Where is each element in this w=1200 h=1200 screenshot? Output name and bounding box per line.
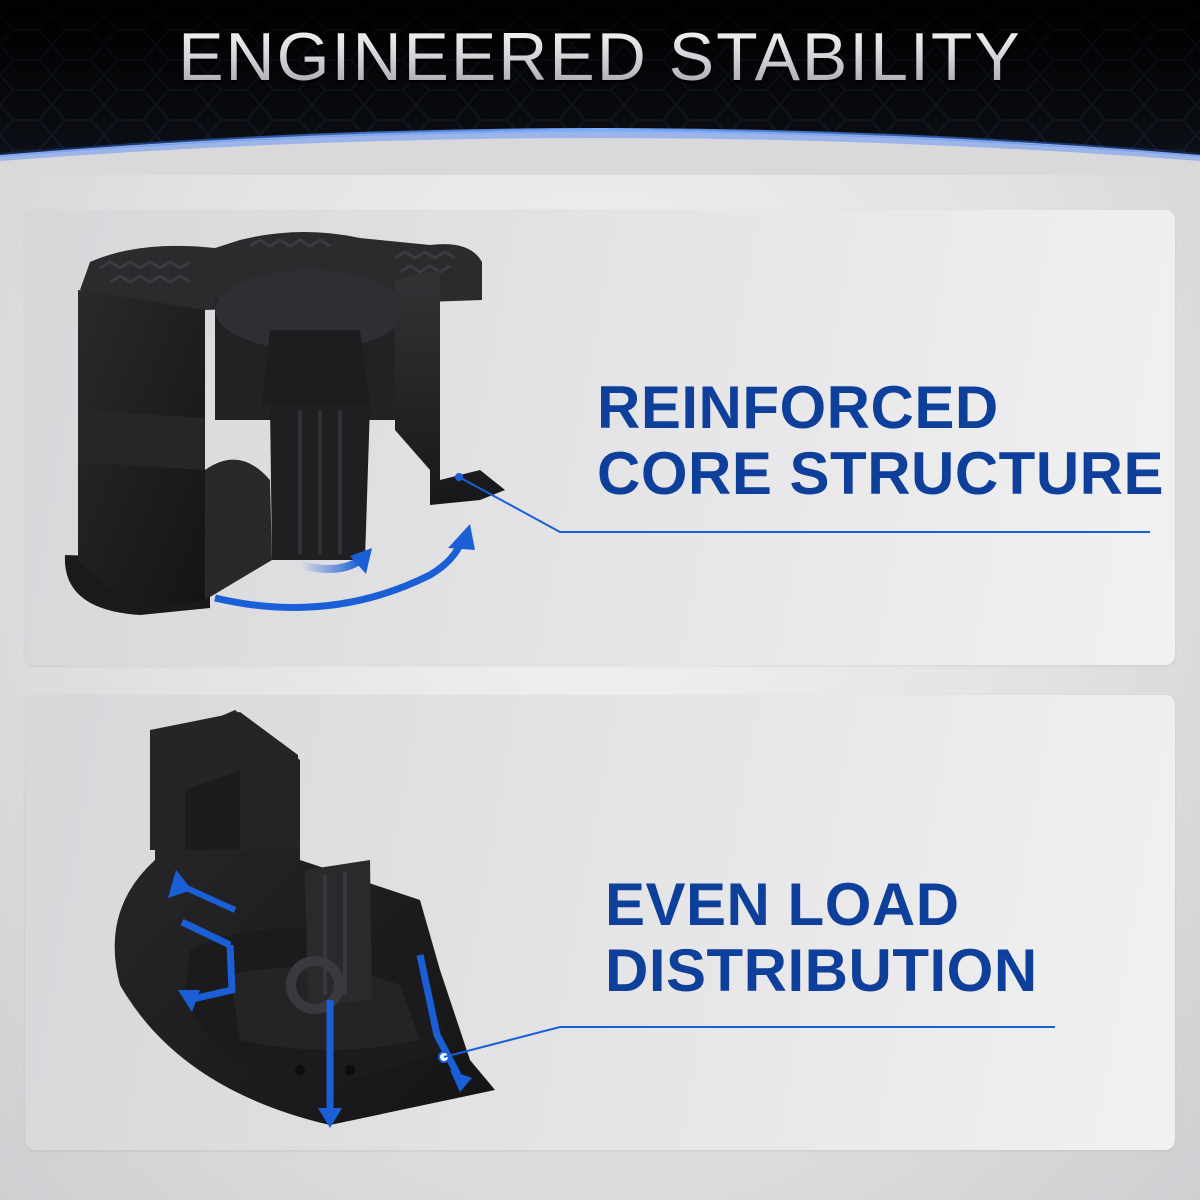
page-title-shadow: ENGINEERED STABILITY xyxy=(0,21,1200,99)
feature-label-line-2: CORE STRUCTURE xyxy=(597,440,1165,507)
feature-label-even-load: EVEN LOAD DISTRIBUTION xyxy=(605,872,1038,1004)
feature-label-line-1: REINFORCED xyxy=(597,374,999,441)
quarter-section-illustration xyxy=(114,710,1055,1128)
leveling-block-illustration xyxy=(64,231,1150,615)
feature-label-line-2: DISTRIBUTION xyxy=(605,937,1038,1004)
feature-label-reinforced-core: REINFORCED CORE STRUCTURE xyxy=(597,375,1164,507)
header-banner: ENGINEERED STABILITY ENGINEERED STABILIT… xyxy=(0,0,1200,175)
feature-label-line-1: EVEN LOAD xyxy=(605,871,960,938)
header-blue-glow xyxy=(0,128,1200,175)
page-title: ENGINEERED STABILITY xyxy=(0,18,1200,96)
